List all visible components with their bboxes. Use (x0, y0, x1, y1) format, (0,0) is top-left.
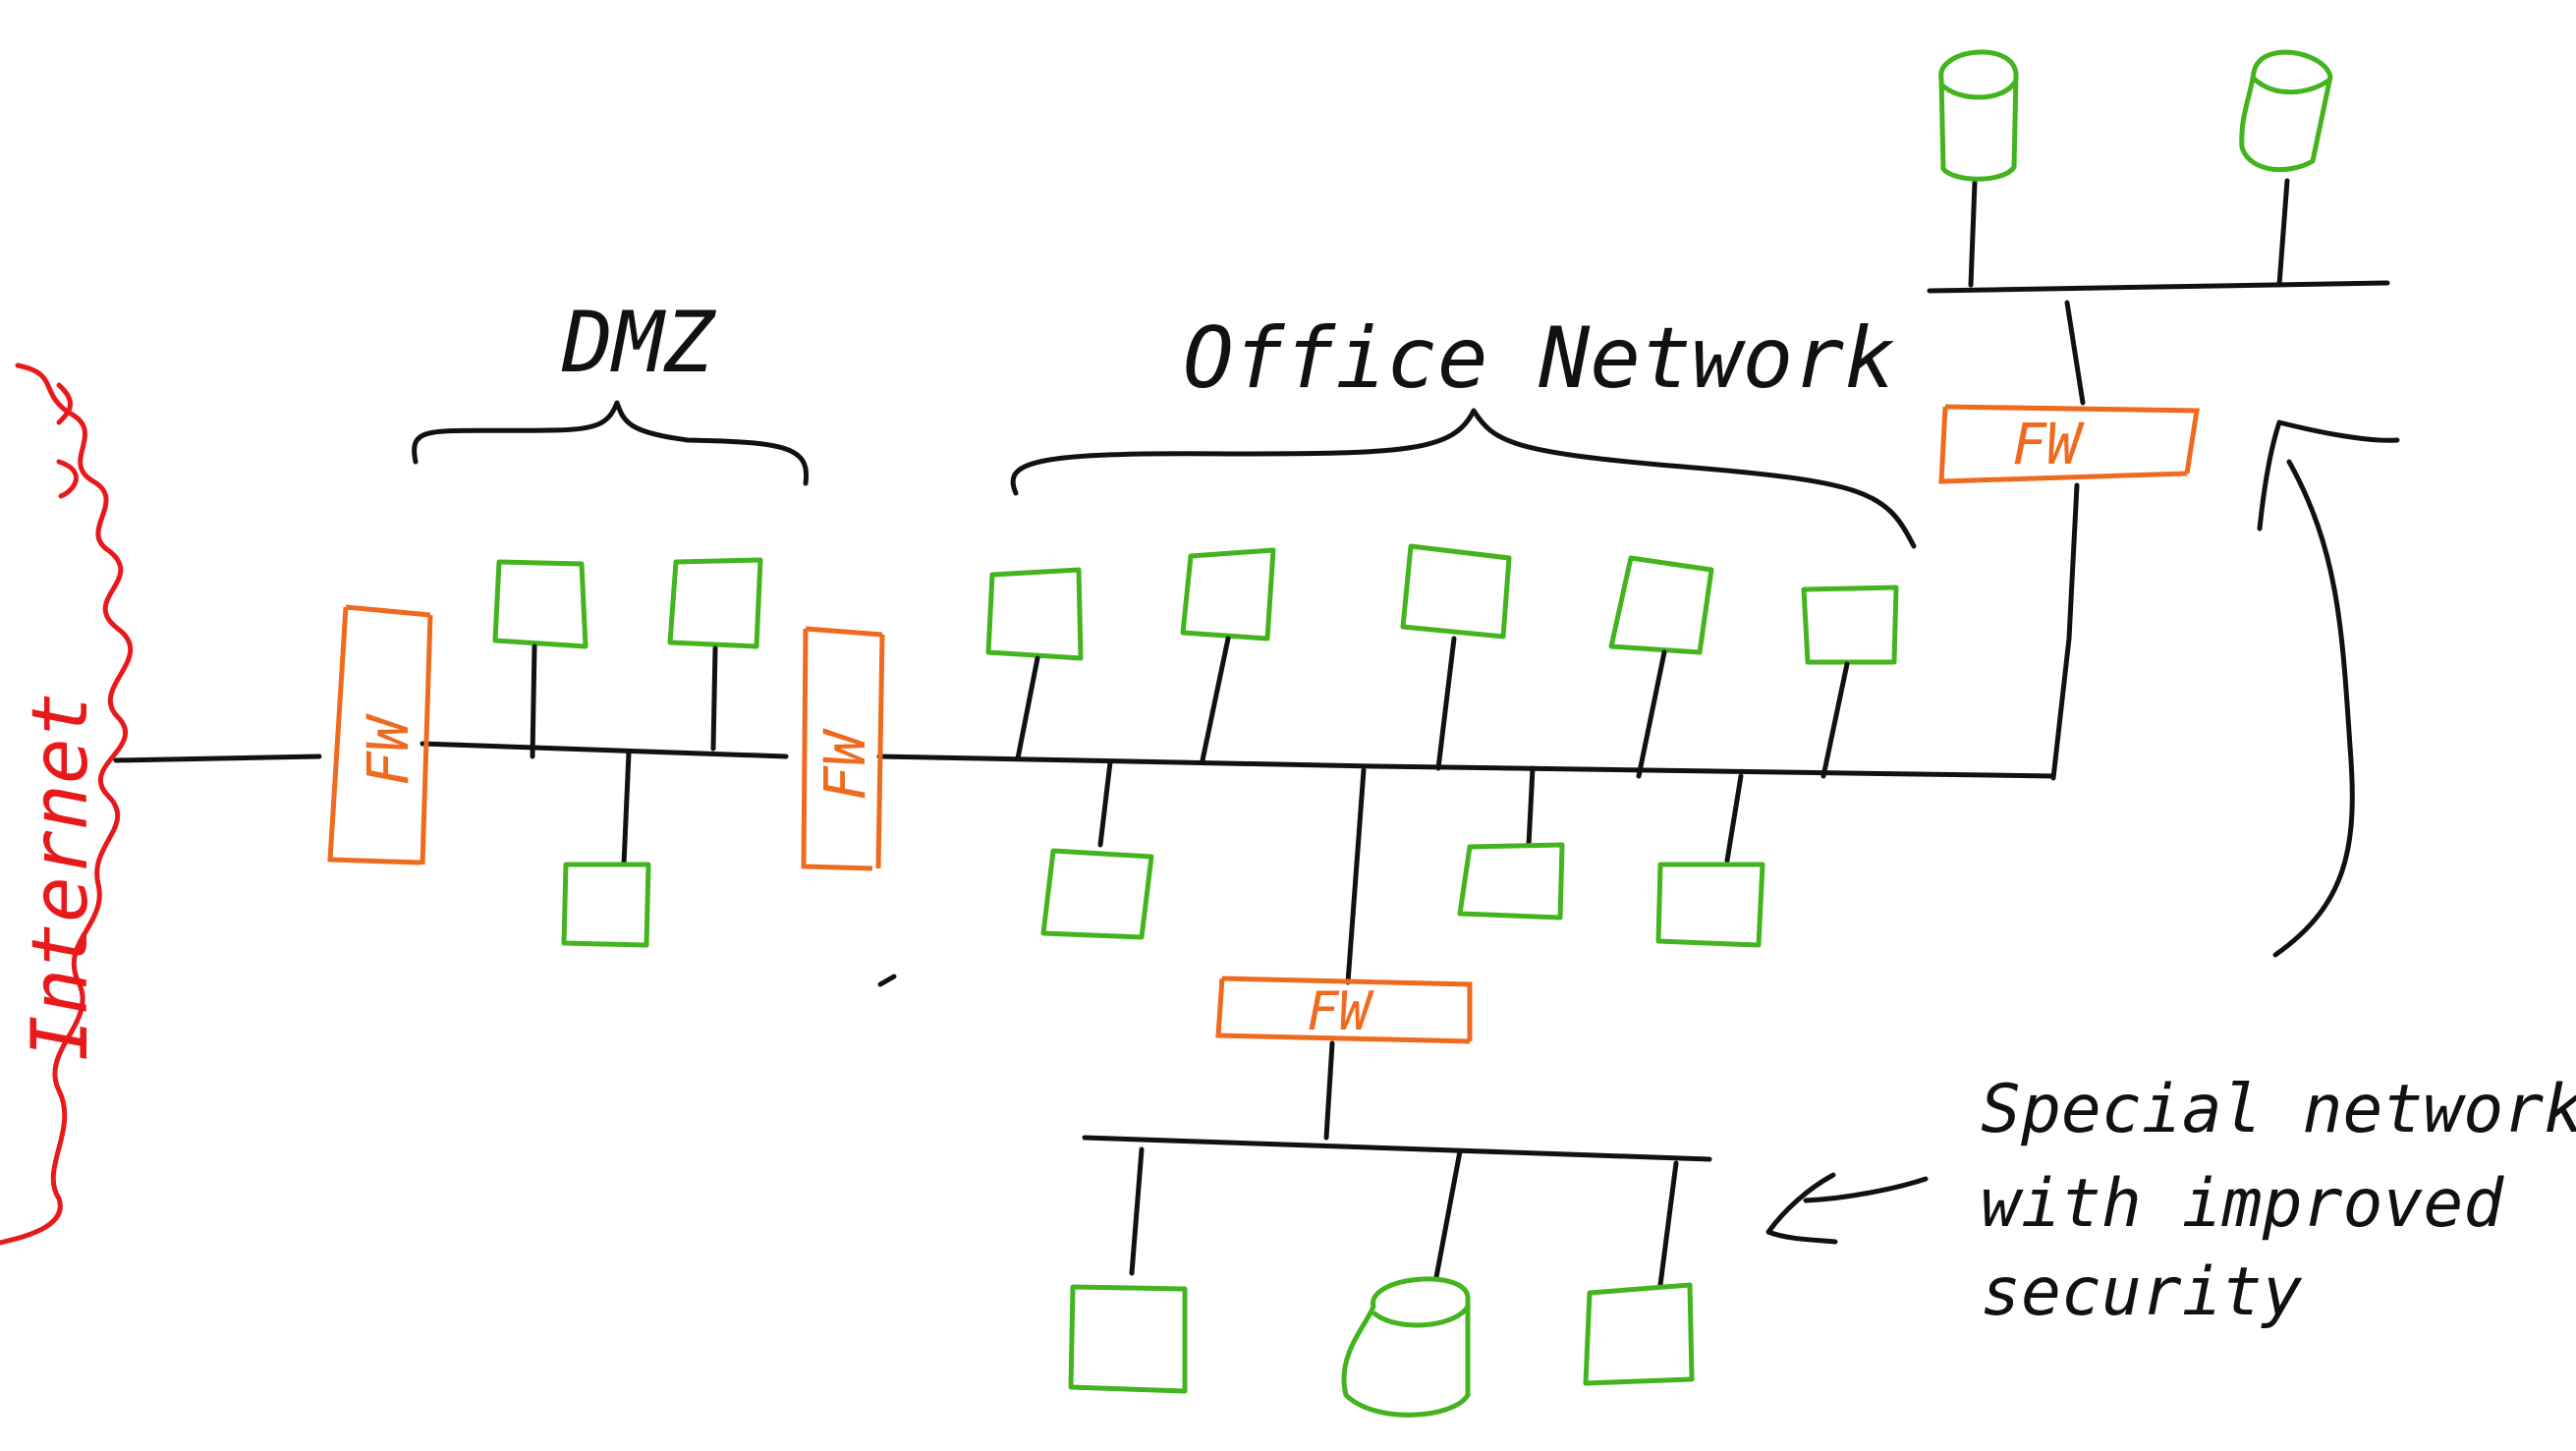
special-uplink (1323, 1040, 1335, 1141)
office-workstation-4 (1608, 555, 1714, 779)
firewall-special: FW (1215, 976, 1473, 1044)
internet-cloud-edge (0, 363, 134, 1246)
upper-database-2 (2239, 49, 2333, 288)
internet-cloud-edge-top (56, 382, 79, 499)
upper-uplink (2064, 300, 2086, 406)
office-workstation-8 (1655, 773, 1765, 948)
dmz-server-3 (561, 750, 651, 948)
special-label-line3: security (1981, 1254, 2303, 1331)
stray-mark (877, 974, 897, 987)
link-to-upper-firewall (2050, 482, 2080, 781)
special-workstation-2 (1583, 1160, 1695, 1386)
dmz-backbone (420, 741, 789, 759)
firewall-dmz-office: FW (801, 626, 885, 871)
special-workstation-1 (1068, 1146, 1188, 1394)
internet-label: Internet (17, 692, 105, 1061)
office-brace (1010, 408, 1917, 549)
firewall-label: FW (355, 713, 421, 786)
firewall-label: FW (812, 728, 878, 801)
special-label-line2: with improved (1981, 1165, 2504, 1243)
link-to-special-firewall (1345, 767, 1367, 985)
office-workstation-6 (1040, 759, 1154, 940)
upper-database-1 (1938, 49, 2019, 288)
dmz-server-2 (667, 557, 763, 752)
dmz-brace (412, 400, 810, 486)
firewall-internet-dmz: FW (327, 604, 433, 865)
upper-arrow (2257, 419, 2400, 958)
internet-link (113, 753, 322, 763)
dmz-label: DMZ (561, 294, 717, 392)
office-backbone (876, 753, 2056, 779)
firewall-upper: FW (1938, 404, 2200, 484)
special-label-line1: Special network (1981, 1071, 2576, 1148)
upper-backbone (1927, 280, 2390, 294)
office-workstation-1 (985, 567, 1084, 761)
firewall-label: FW (1307, 980, 1375, 1042)
special-backbone (1082, 1135, 1712, 1162)
office-label: Office Network (1183, 309, 1895, 408)
special-arrow (1765, 1172, 1929, 1245)
dmz-server-1 (492, 559, 588, 759)
office-workstation-5 (1801, 585, 1899, 779)
firewall-label: FW (2012, 411, 2085, 477)
office-workstation-7 (1457, 765, 1565, 921)
office-workstation-3 (1400, 543, 1512, 771)
special-database (1341, 1148, 1471, 1418)
office-workstation-2 (1180, 547, 1276, 763)
